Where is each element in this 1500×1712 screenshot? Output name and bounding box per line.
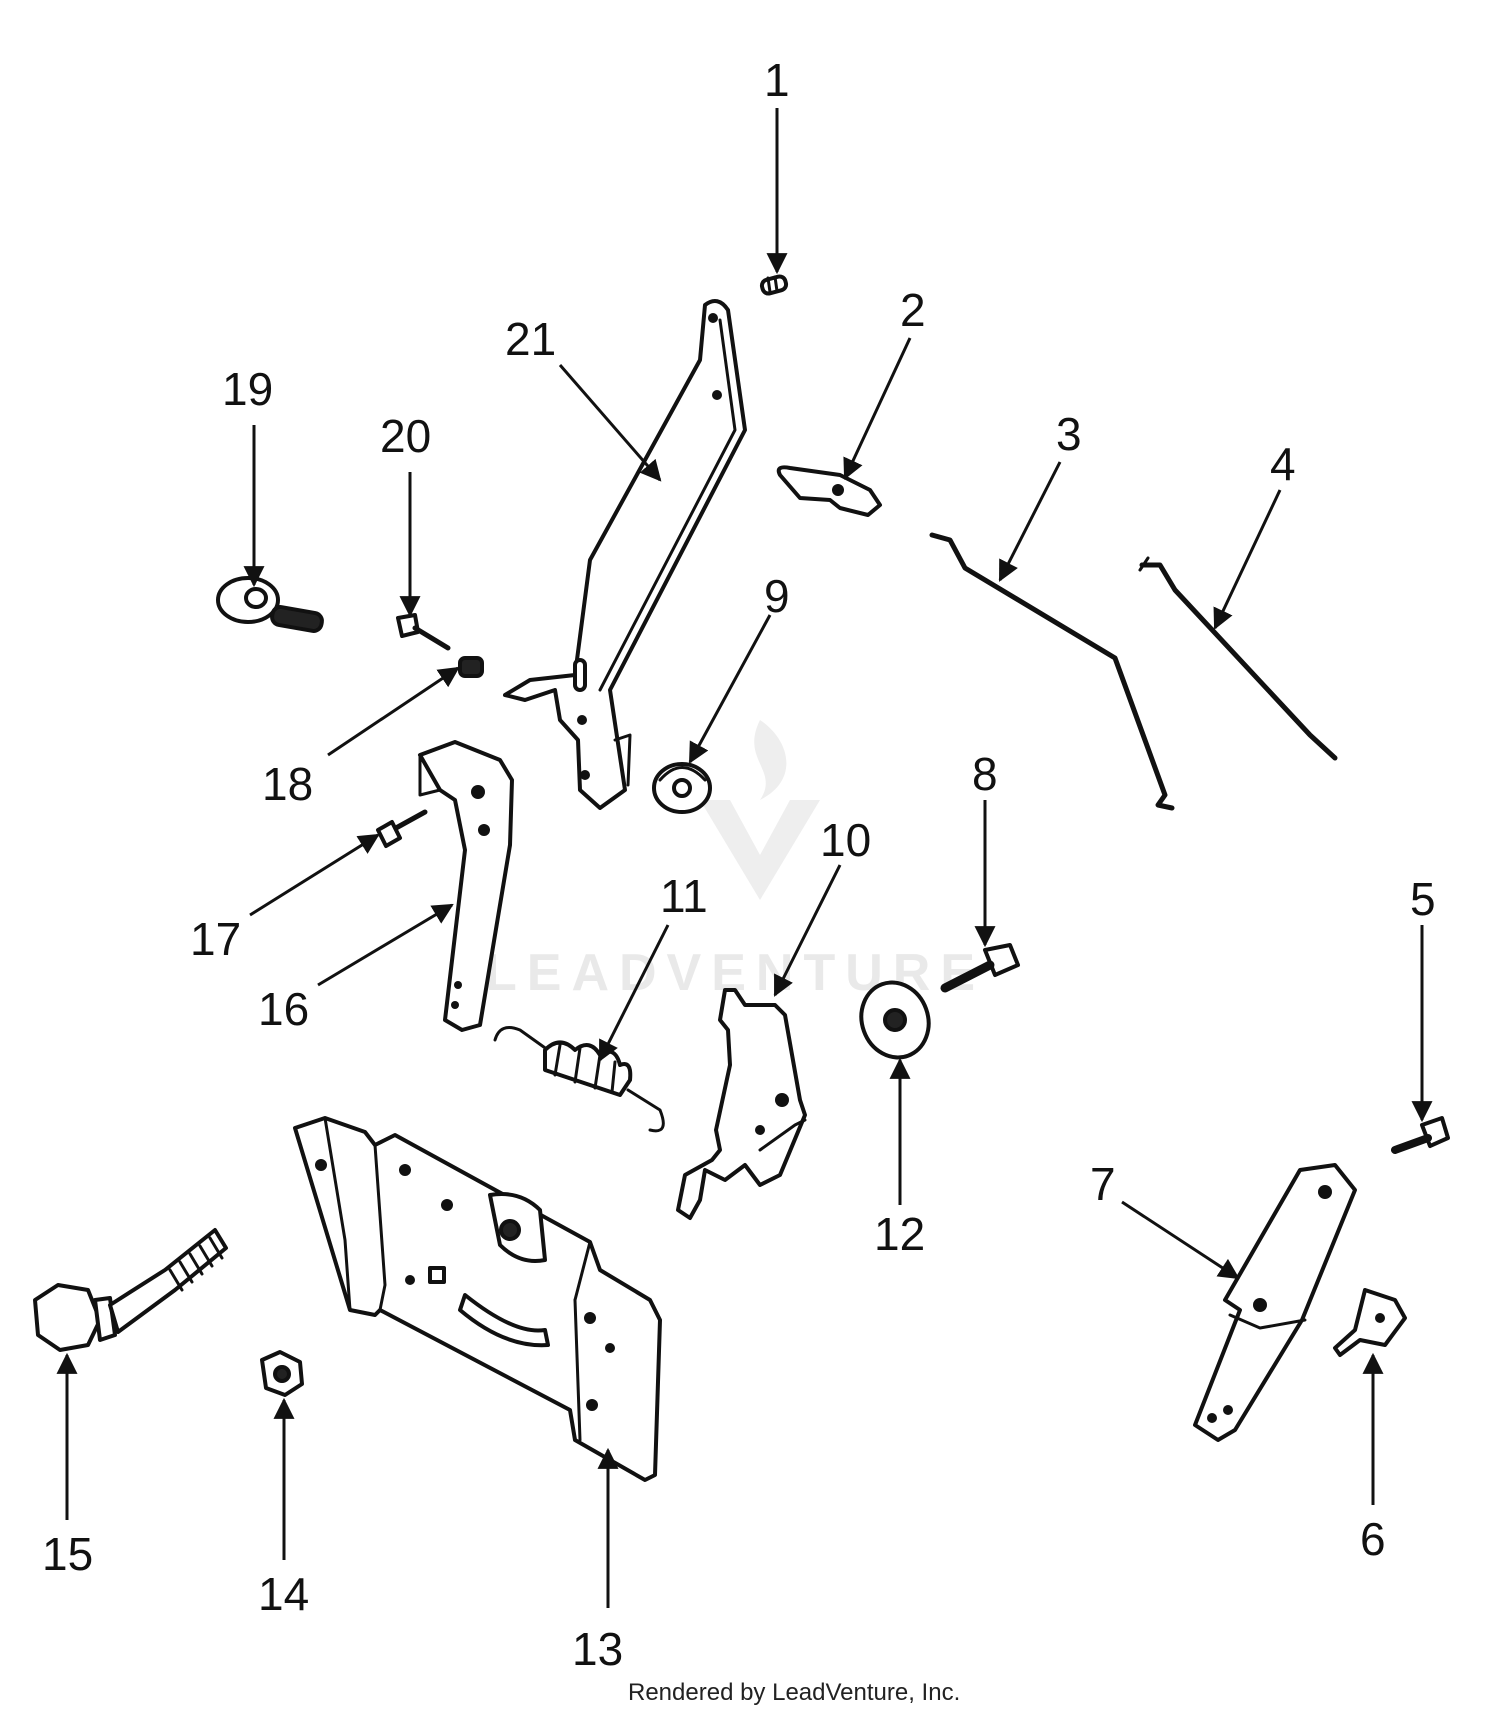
part-3-rod <box>929 532 1175 811</box>
watermark: LEADVENTURE <box>485 720 975 1002</box>
part-6-clip <box>1333 1288 1407 1357</box>
callout-6: 6 <box>1360 1513 1386 1565</box>
part-14-nut <box>260 1350 304 1397</box>
callout-15: 15 <box>42 1528 93 1580</box>
part-11-spring <box>493 1026 665 1133</box>
part-20-screw <box>396 613 451 651</box>
part-1-screw <box>759 274 789 296</box>
callout-8: 8 <box>972 748 998 800</box>
callout-5: 5 <box>1410 873 1436 925</box>
callout-14: 14 <box>258 1568 309 1620</box>
part-4-rod <box>1138 556 1338 761</box>
part-16-lever <box>418 740 514 1032</box>
callout-11: 11 <box>660 870 708 922</box>
part-8-bolt <box>940 943 1020 993</box>
callout-9: 9 <box>764 570 790 622</box>
callout-20: 20 <box>380 410 431 462</box>
footer-credit: Rendered by LeadVenture, Inc. <box>628 1679 960 1706</box>
part-5-bolt <box>1391 1116 1450 1154</box>
leader-lines <box>56 108 1433 1608</box>
part-9-grommet <box>652 762 712 814</box>
callout-16: 16 <box>258 983 309 1035</box>
callout-labels: 1 2 3 4 5 6 7 8 9 10 11 12 13 14 15 16 1… <box>42 54 1436 1675</box>
callout-18: 18 <box>262 758 313 810</box>
part-18-nut <box>458 656 484 678</box>
callout-10: 10 <box>820 814 871 866</box>
callout-17: 17 <box>190 913 241 965</box>
part-13-mounting-plate <box>293 1116 662 1482</box>
callout-1: 1 <box>764 54 790 106</box>
part-10-bracket <box>676 988 807 1220</box>
callout-13: 13 <box>572 1623 623 1675</box>
callout-3: 3 <box>1056 408 1082 460</box>
part-17-screw <box>376 809 428 848</box>
callout-2: 2 <box>900 284 926 336</box>
part-2-clip <box>776 465 882 517</box>
part-19-eye-bolt <box>216 576 324 633</box>
callout-21: 21 <box>505 313 556 365</box>
part-12-washer <box>859 980 931 1060</box>
callout-12: 12 <box>874 1208 925 1260</box>
callout-19: 19 <box>222 363 273 415</box>
callout-4: 4 <box>1270 438 1296 490</box>
part-15-bolt <box>33 1228 228 1352</box>
part-21-lever-bracket <box>503 299 747 810</box>
part-7-plate <box>1193 1163 1357 1442</box>
callout-7: 7 <box>1090 1158 1116 1210</box>
